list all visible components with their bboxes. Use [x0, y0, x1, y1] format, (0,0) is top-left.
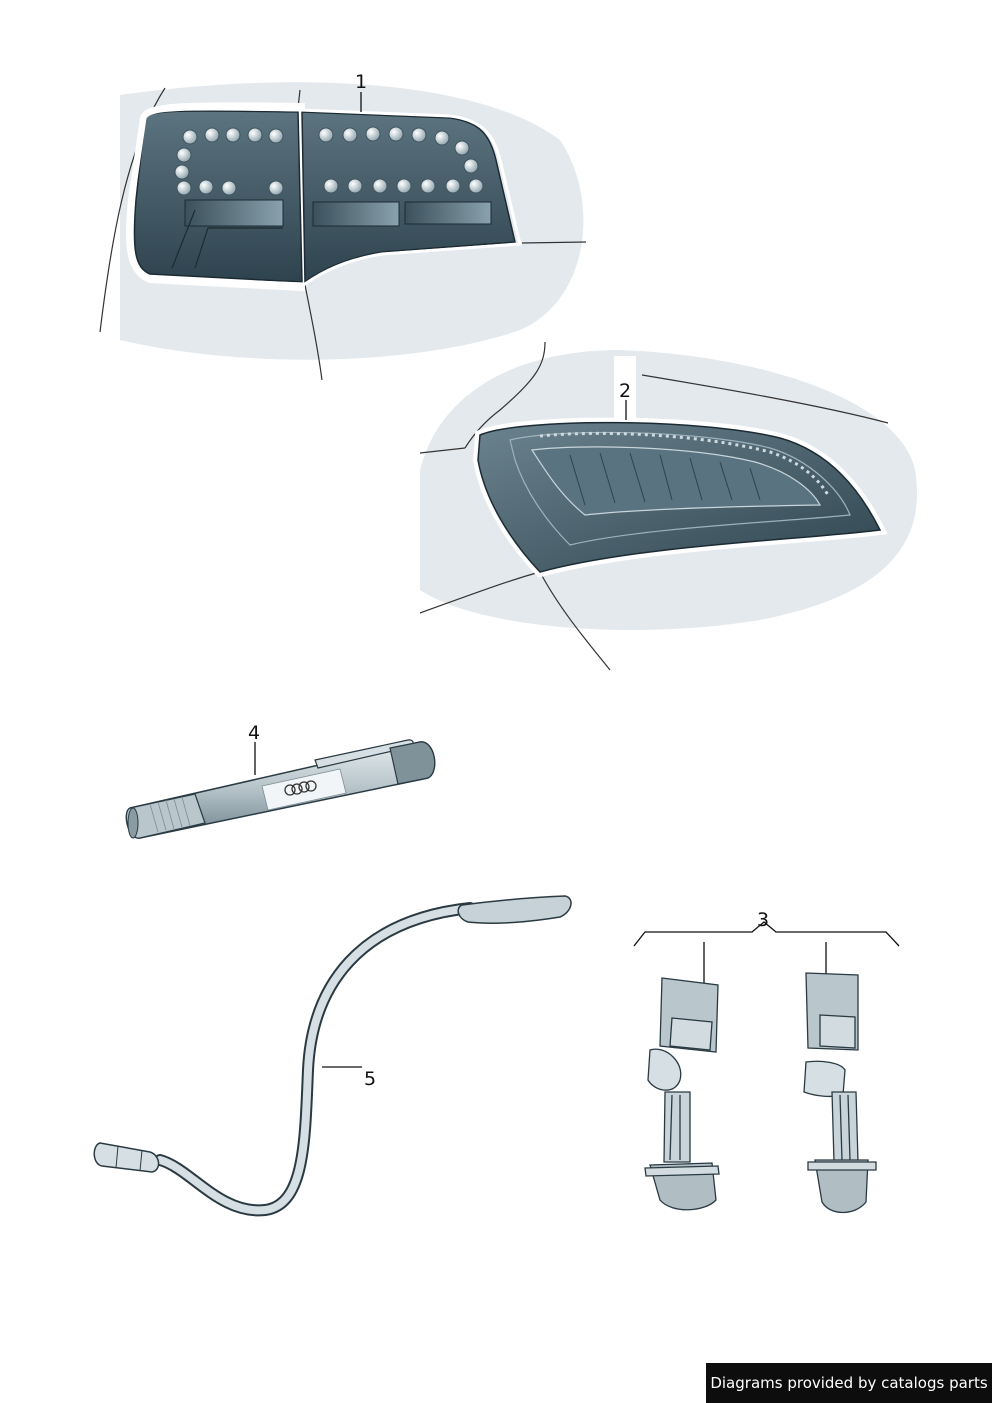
gooseneck-cable-highlight [156, 904, 474, 1215]
callout-5: 5 [364, 1068, 376, 1090]
plug-ridge [115, 1145, 119, 1169]
light-strip [404, 201, 492, 225]
led [347, 178, 363, 194]
light-strip [184, 199, 284, 227]
torch-lens [127, 807, 139, 839]
led [174, 164, 190, 180]
callout-4: 4 [248, 722, 260, 744]
harness-left [644, 977, 720, 1211]
led [268, 128, 284, 144]
rear-light-led-illustration: 1 [99, 71, 587, 381]
lamp-reflector-line [171, 209, 196, 269]
led-group [174, 126, 484, 196]
led [420, 178, 436, 194]
led [388, 126, 404, 142]
rear-light-lid-illustration: 2 [419, 341, 918, 671]
led [176, 147, 192, 163]
harness-right [803, 972, 877, 1214]
plug-connector [93, 1142, 160, 1173]
socket-flange [644, 1165, 720, 1177]
rings-logo [284, 780, 317, 796]
plug-ridge [139, 1149, 143, 1172]
torch-end-cap [389, 741, 436, 785]
callout-label-bg [614, 356, 636, 418]
callout-2: 2 [619, 380, 631, 402]
wires [831, 1091, 859, 1163]
led [318, 127, 334, 143]
body-panel-line [539, 571, 611, 671]
lamp-lens [530, 446, 821, 516]
grip-ridges [149, 796, 191, 833]
adapter-harness-illustration: 3 [633, 909, 900, 1214]
torch-head [125, 793, 206, 839]
led [198, 179, 214, 195]
callout-1: 1 [355, 71, 367, 93]
led [463, 158, 479, 174]
led [445, 178, 461, 194]
connector-tab [647, 1048, 682, 1091]
led [182, 129, 198, 145]
lamp-outer-border [129, 107, 522, 286]
body-panel-line [304, 284, 323, 381]
callout-bracket [633, 921, 900, 947]
socket-flange [807, 1161, 877, 1171]
led [365, 126, 381, 142]
connector-tab [803, 1060, 846, 1098]
led [323, 178, 339, 194]
led [411, 127, 427, 143]
led [176, 180, 192, 196]
lamp-head [457, 895, 572, 924]
socket-base [814, 1159, 869, 1214]
led [204, 127, 220, 143]
footer-attribution: Diagrams provided by catalogs parts [706, 1363, 992, 1403]
connector-latch [819, 1014, 856, 1049]
pen-torch-illustration: 4 [125, 722, 436, 839]
led [454, 140, 470, 156]
body-panel-line [419, 447, 466, 454]
body-panel-line [641, 374, 889, 424]
led [225, 127, 241, 143]
body-panel-line [419, 571, 541, 614]
led [247, 127, 263, 143]
led [342, 127, 358, 143]
callout-3: 3 [757, 909, 769, 931]
led [468, 178, 484, 194]
lens-ribs [569, 452, 761, 506]
flexible-lamp-illustration: 5 [93, 895, 572, 1217]
led [434, 130, 450, 146]
led [372, 178, 388, 194]
lamp-led-strip [539, 431, 830, 496]
torch-label [261, 768, 347, 811]
gooseneck-cable [154, 902, 476, 1217]
lamp-reflector-line [194, 227, 283, 269]
body-panel-line [521, 241, 587, 244]
body-panel-line [464, 341, 546, 449]
led [396, 178, 412, 194]
light-strip [312, 201, 400, 227]
wires [663, 1091, 691, 1163]
led [221, 180, 237, 196]
lamp-inner-ring [509, 431, 851, 546]
connector-latch [669, 1017, 713, 1051]
led [268, 180, 284, 196]
